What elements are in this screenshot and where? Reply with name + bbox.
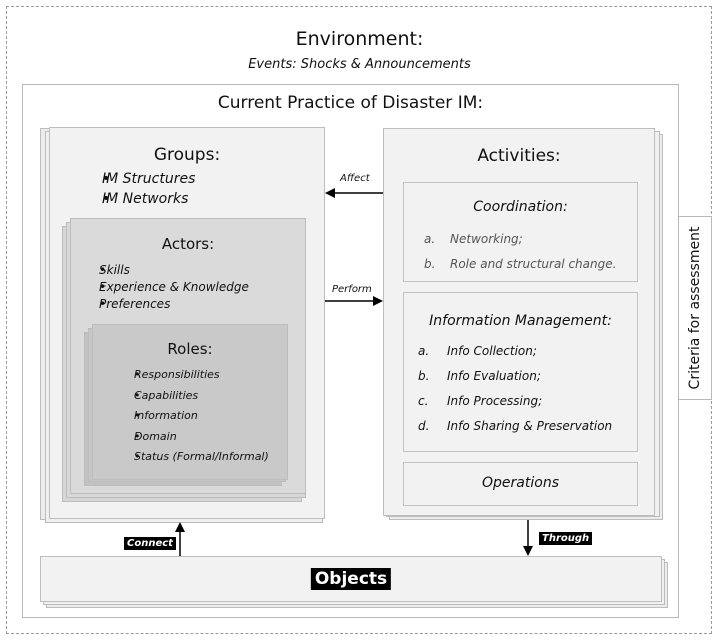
coordination-title: Coordination:	[473, 199, 568, 215]
actors-title: Actors:	[161, 235, 215, 253]
groups-list: IM Structures IM Networks	[76, 169, 195, 209]
item-text: Networking;	[450, 232, 523, 246]
info-item: c. Info Processing;	[418, 389, 612, 414]
roles-list: Responsibilities Capabilities Informatio…	[106, 365, 269, 468]
groups-item: IM Structures	[76, 169, 195, 189]
item-marker: b.	[418, 369, 430, 383]
activities-title: Activities:	[477, 146, 561, 166]
actors-item: Preferences	[83, 296, 249, 313]
item-marker: c.	[418, 394, 429, 408]
environment-title: Environment:	[295, 28, 424, 50]
info-management-title: Information Management:	[429, 313, 612, 329]
roles-title: Roles:	[167, 340, 213, 358]
practice-title: Current Practice of Disaster IM:	[217, 93, 484, 113]
activities-box: Activities: Coordination: a. Networking; …	[383, 128, 655, 516]
objects-title: Objects	[310, 568, 392, 590]
groups-title: Groups:	[153, 145, 221, 165]
through-arrowhead	[523, 546, 533, 556]
info-item: b. Info Evaluation;	[418, 364, 612, 389]
item-text: Info Processing;	[447, 394, 543, 408]
objects-box: Objects	[40, 556, 662, 602]
item-text: Info Evaluation;	[447, 369, 541, 383]
criteria-box: Criteria for assessment	[678, 216, 712, 400]
operations-box: Operations	[403, 462, 638, 506]
coordination-item: a. Networking;	[424, 227, 616, 252]
actors-item: Skills	[83, 262, 249, 279]
coordination-item: b. Role and structural change.	[424, 252, 616, 277]
roles-item: Information	[106, 406, 269, 427]
coordination-box: Coordination: a. Networking; b. Role and s…	[403, 182, 638, 282]
item-marker: b.	[424, 257, 436, 271]
operations-title: Operations	[482, 475, 559, 491]
roles-item: Capabilities	[106, 386, 269, 407]
connect-label: Connect	[124, 537, 176, 550]
affect-arrowhead	[325, 188, 335, 198]
item-marker: d.	[418, 419, 430, 433]
info-item: a. Info Collection;	[418, 339, 612, 364]
roles-item: Responsibilities	[106, 365, 269, 386]
perform-label: Perform	[332, 284, 372, 295]
roles-box: Roles: Responsibilities Capabilities Inf…	[92, 324, 288, 480]
roles-item: Status (Formal/Informal)	[106, 447, 269, 468]
groups-item: IM Networks	[76, 189, 195, 209]
item-marker: a.	[424, 232, 436, 246]
info-management-list: a. Info Collection; b. Info Evaluation; c.…	[418, 339, 612, 439]
item-text: Info Collection;	[447, 344, 537, 358]
info-item: d. Info Sharing & Preservation	[418, 414, 612, 439]
item-text: Info Sharing & Preservation	[447, 419, 613, 433]
roles-item: Domain	[106, 427, 269, 448]
affect-label: Affect	[340, 173, 370, 184]
perform-arrowhead	[373, 296, 383, 306]
through-label: Through	[539, 532, 593, 545]
actors-item: Experience & Knowledge	[83, 279, 249, 296]
coordination-list: a. Networking; b. Role and structural chan…	[424, 227, 616, 277]
environment-subtitle: Events: Shocks & Announcements	[248, 57, 471, 72]
item-text: Role and structural change.	[450, 257, 617, 271]
actors-list: Skills Experience & Knowledge Preference…	[83, 262, 249, 313]
item-marker: a.	[418, 344, 430, 358]
connect-arrowhead	[175, 522, 185, 532]
info-management-box: Information Management: a. Info Collectio…	[403, 292, 638, 452]
